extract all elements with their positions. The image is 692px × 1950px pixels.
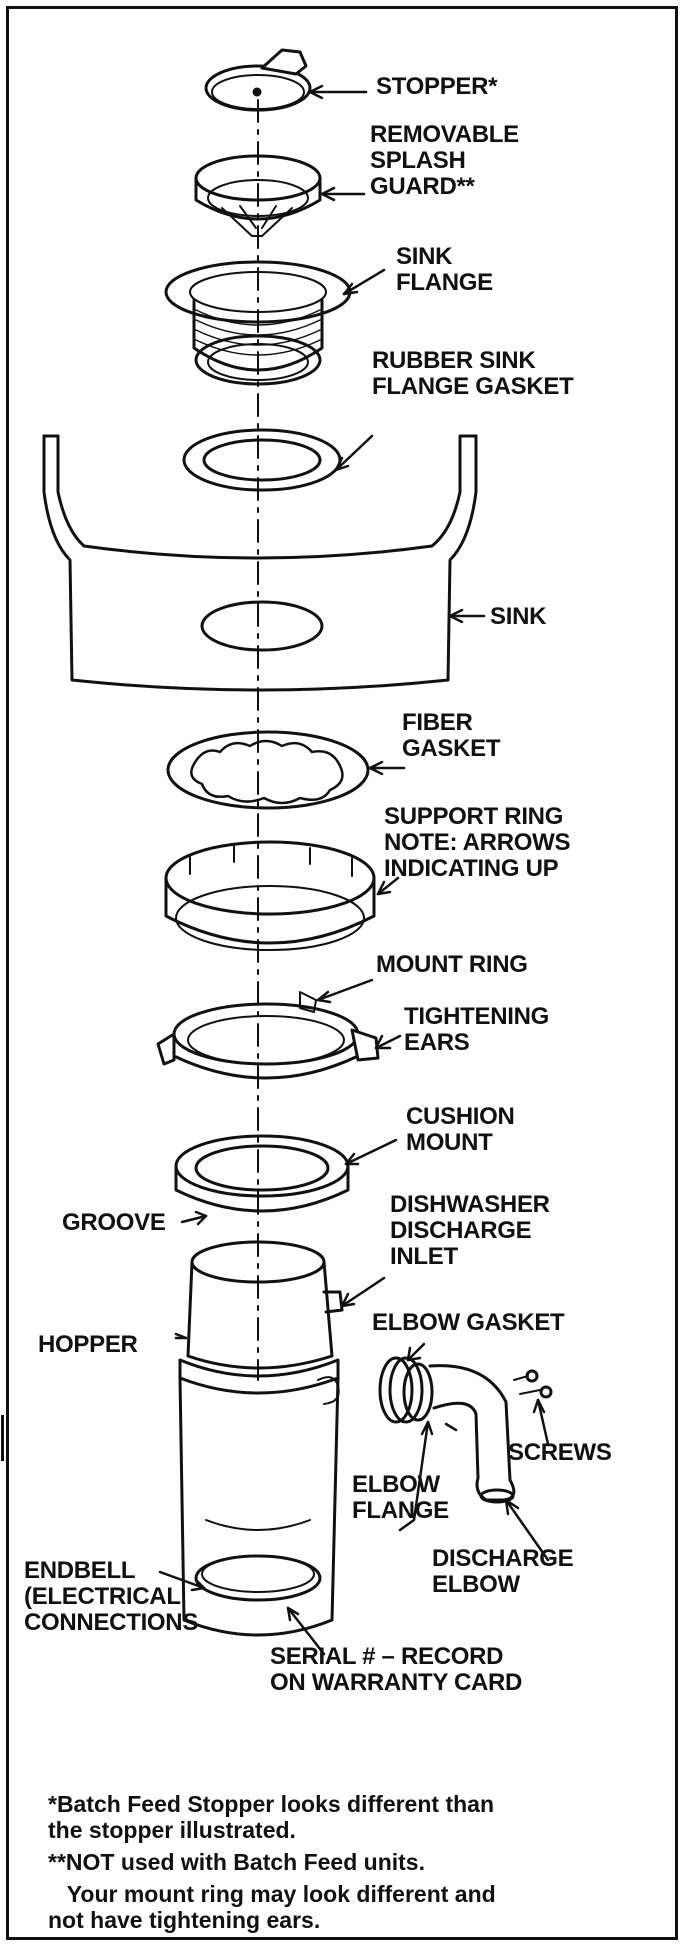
label-endbell: ENDBELL (ELECTRICAL CONNECTIONS <box>24 1558 198 1636</box>
fiber-gasket-part <box>166 730 370 810</box>
label-line: ELBOW <box>352 1471 440 1498</box>
label-screws: SCREWS <box>508 1439 612 1466</box>
label-support-ring: SUPPORT RING NOTE: ARROWS INDICATING UP <box>384 804 570 882</box>
label-line: SPLASH <box>370 147 466 174</box>
label-serial: SERIAL # – RECORD ON WARRANTY CARD <box>270 1644 522 1696</box>
label-line: SUPPORT RING <box>384 803 564 830</box>
label-mount-ring: MOUNT RING <box>376 951 528 978</box>
label-line: FIBER <box>402 709 473 736</box>
footnotes: *Batch Feed Stopper looks different than… <box>48 1791 668 1933</box>
label-line: SERIAL # – RECORD <box>270 1643 504 1670</box>
label-discharge-elbow: DISCHARGE ELBOW <box>432 1545 574 1598</box>
label-fiber-gasket: FIBER GASKET <box>402 709 501 762</box>
footnote-line: *Batch Feed Stopper looks different than <box>48 1791 494 1817</box>
label-dishwasher-inlet: DISHWASHER DISCHARGE INLET <box>390 1192 550 1270</box>
label-elbow-gasket: ELBOW GASKET <box>372 1309 565 1336</box>
leader-lines <box>158 84 550 1656</box>
elbow-assembly-part <box>378 1356 553 1504</box>
label-cushion-mount: CUSHION MOUNT <box>406 1104 515 1156</box>
label-line: CONNECTIONS <box>24 1609 199 1636</box>
label-line: CUSHION <box>406 1103 515 1130</box>
label-tightening-ears: TIGHTENING EARS <box>404 1004 549 1056</box>
label-line: REMOVABLE <box>370 121 519 148</box>
label-line: FLANGE GASKET <box>372 373 574 400</box>
label-line: GUARD** <box>370 173 475 200</box>
label-line: FLANGE <box>352 1497 449 1524</box>
diagram-frame <box>6 6 678 1940</box>
label-line: ELBOW <box>432 1571 520 1598</box>
label-line: DISCHARGE <box>390 1217 532 1244</box>
hopper-part <box>178 1240 344 1637</box>
splash-guard-part <box>194 154 322 237</box>
label-rubber-gasket: RUBBER SINK FLANGE GASKET <box>372 347 574 400</box>
label-line: ON WARRANTY CARD <box>270 1669 523 1696</box>
label-line: MOUNT <box>406 1129 493 1156</box>
edge-mark <box>1 1415 4 1461</box>
label-line: INLET <box>390 1243 458 1270</box>
label-line: ENDBELL <box>24 1557 136 1584</box>
label-line: SINK <box>396 243 453 270</box>
label-line: RUBBER SINK <box>372 347 536 374</box>
footnote-line: the stopper illustrated. <box>48 1817 296 1843</box>
label-sink-flange: SINK FLANGE <box>396 244 493 296</box>
label-line: GASKET <box>402 735 501 762</box>
support-ring-part <box>164 840 376 951</box>
label-line: FLANGE <box>396 269 493 296</box>
label-line: EARS <box>404 1029 470 1056</box>
footnote-line: **NOT used with Batch Feed units. <box>48 1849 425 1875</box>
label-groove: GROOVE <box>62 1209 166 1236</box>
label-line: DISHWASHER <box>390 1191 550 1218</box>
label-elbow-flange: ELBOW FLANGE <box>352 1472 449 1524</box>
label-line: (ELECTRICAL <box>24 1583 181 1610</box>
label-stopper: STOPPER* <box>376 73 498 100</box>
label-line: NOTE: ARROWS <box>384 829 571 856</box>
mount-ring-part <box>156 991 380 1080</box>
stopper-part <box>204 48 312 112</box>
footnote-line: Your mount ring may look different and <box>48 1881 496 1907</box>
footnote-line: not have tightening ears. <box>48 1907 321 1933</box>
cushion-mount-part <box>174 1134 350 1213</box>
label-hopper: HOPPER <box>38 1331 138 1358</box>
rubber-gasket-part <box>182 428 342 492</box>
label-line: DISCHARGE <box>432 1545 574 1572</box>
label-sink: SINK <box>490 603 547 630</box>
label-line: INDICATING UP <box>384 855 559 882</box>
label-splash-guard: REMOVABLE SPLASH GUARD** <box>370 122 519 200</box>
sink-bowl-part <box>42 434 478 692</box>
sink-flange-part <box>164 260 352 386</box>
label-line: TIGHTENING <box>404 1003 549 1030</box>
